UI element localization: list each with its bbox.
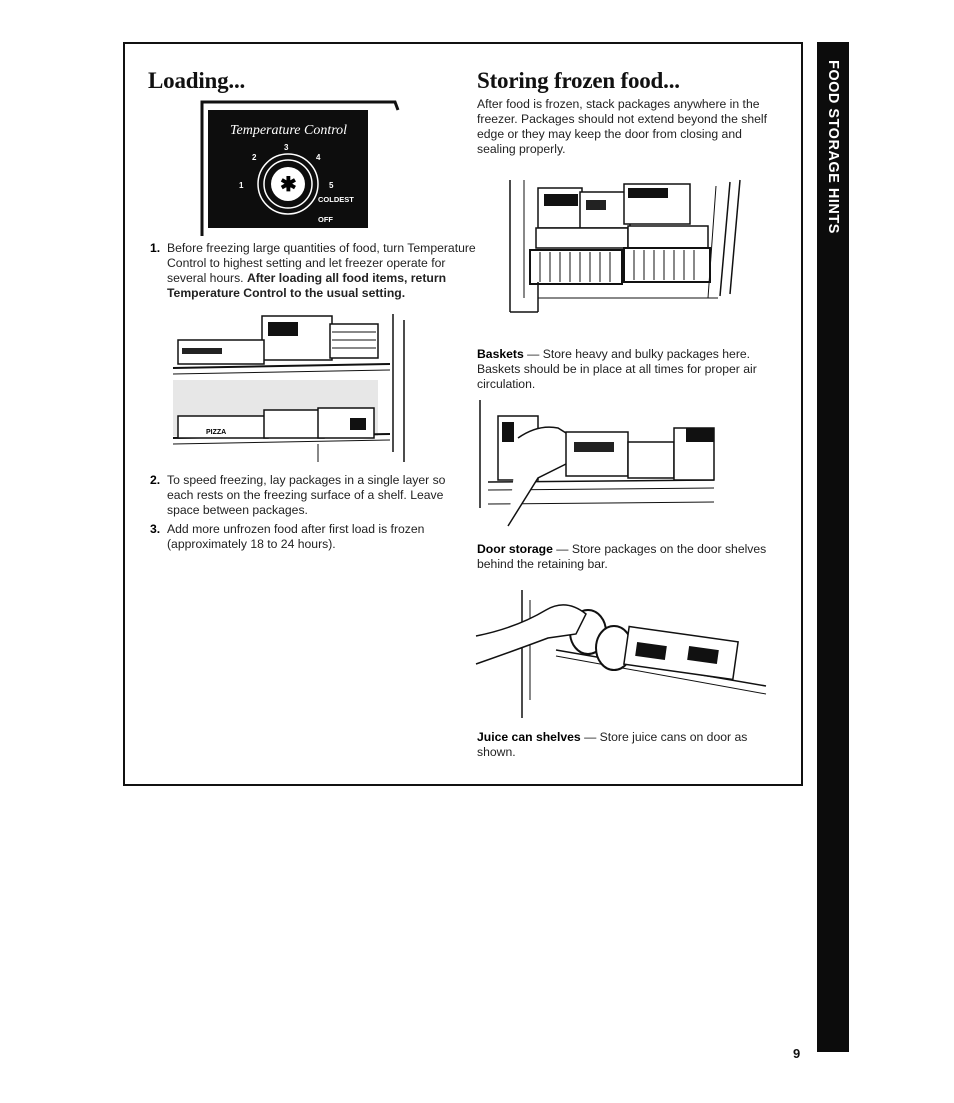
baskets-label: Baskets	[477, 347, 524, 361]
step-2-text: To speed freezing, lay packages in a sin…	[167, 473, 446, 517]
storing-intro: After food is frozen, stack packages any…	[477, 97, 767, 156]
storing-heading: Storing frozen food...	[477, 68, 680, 93]
section-side-tab: FOOD STORAGE HINTS	[817, 42, 849, 1052]
side-tab-label: FOOD STORAGE HINTS	[825, 60, 841, 234]
loading-heading: Loading...	[148, 68, 246, 93]
juice-can-shelf-illustration	[475, 590, 767, 718]
door-storage-label: Door storage	[477, 542, 553, 556]
svg-text:4: 4	[316, 153, 321, 162]
dial-title: Temperature Control	[230, 123, 347, 138]
svg-text:3: 3	[284, 143, 289, 152]
freezer-shelf-illustration: PIZZA	[172, 314, 405, 462]
svg-text:2: 2	[252, 153, 257, 162]
step-3-text: Add more unfrozen food after first load …	[167, 522, 425, 551]
loading-step-2: 2. To speed freezing, lay packages in a …	[150, 473, 454, 517]
door-storage-illustration	[479, 400, 715, 527]
page-number: 9	[793, 1046, 801, 1061]
door-storage-text: — Store packages on the door shelves beh…	[477, 542, 767, 571]
door-storage-paragraph: Door storage — Store packages on the doo…	[477, 542, 777, 572]
temperature-control-illustration: Temperature Control ✱ 1 2 3 4 5 COLDEST …	[200, 100, 400, 236]
step-1-bold-text: After loading all food items, return Tem…	[167, 271, 447, 300]
snowflake-icon: ✱	[280, 174, 297, 196]
baskets-text: — Store heavy and bulky packages here. B…	[477, 347, 757, 391]
content-frame	[123, 42, 803, 786]
baskets-paragraph: Baskets — Store heavy and bulky packages…	[477, 347, 777, 392]
loading-step-3: 3. Add more unfrozen food after first lo…	[150, 522, 454, 551]
svg-text:5: 5	[329, 181, 334, 190]
step-1-text: Before freezing large quantities of food…	[167, 241, 476, 285]
loading-step-1: 1. Before freezing large quantities of f…	[150, 241, 476, 300]
juice-can-paragraph: Juice can shelves — Store juice cans on …	[477, 730, 777, 760]
dial-off-label: OFF	[318, 215, 333, 224]
pizza-package-label: PIZZA	[206, 429, 226, 436]
juice-can-label: Juice can shelves	[477, 730, 581, 744]
freezer-basket-illustration	[509, 179, 741, 313]
dial-coldest-label: COLDEST	[318, 195, 354, 204]
juice-can-text: — Store juice cans on door as shown.	[477, 730, 748, 759]
svg-text:1: 1	[239, 181, 244, 190]
